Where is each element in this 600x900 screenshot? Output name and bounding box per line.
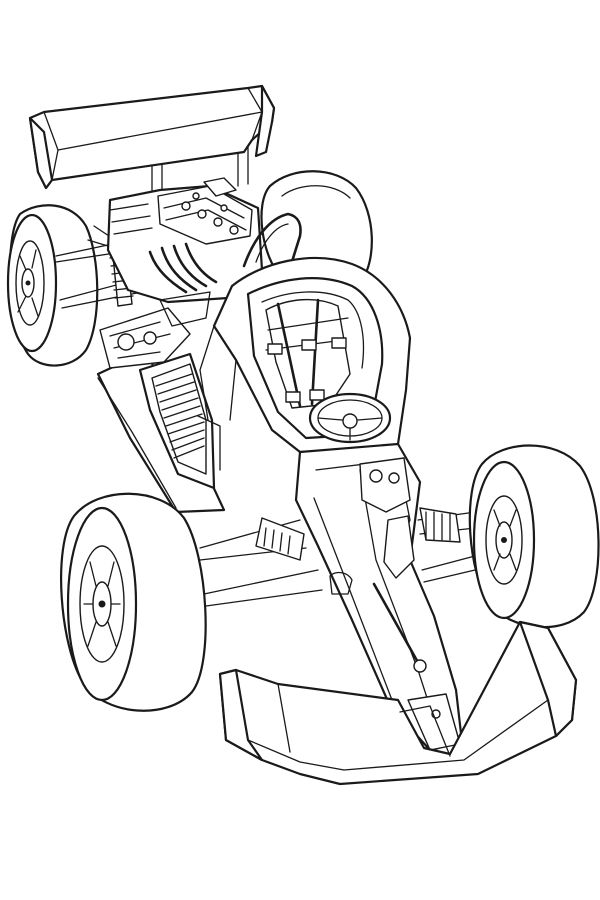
- sidepod: [138, 352, 221, 490]
- monocoque: [199, 257, 412, 454]
- rear-left-nut: [25, 280, 31, 286]
- engine: [106, 177, 264, 327]
- harness-buckle-right: [331, 337, 347, 349]
- front-right-spokes: [493, 509, 517, 571]
- harness-buckle-center: [301, 339, 317, 351]
- exhaust-collector: [159, 291, 211, 327]
- rear-wing-endplate-right: [254, 84, 276, 158]
- roll-hoop: [242, 212, 302, 270]
- gearbox-flange: [117, 333, 135, 351]
- cockpit-rim-inner: [261, 291, 365, 369]
- pedal-box-2: [388, 472, 400, 484]
- front-left-spokes: [83, 561, 121, 647]
- rear-left-wishbones: [55, 235, 153, 309]
- front-wing-endplate-right: [518, 620, 578, 738]
- cam-cover-lines: [163, 197, 247, 231]
- steering-joint: [413, 659, 427, 673]
- roll-hoop-inner: [255, 223, 289, 263]
- harness-shoulder-straps: [276, 298, 320, 408]
- front-left-spring: [263, 527, 291, 555]
- front-right-wheel: [468, 444, 600, 629]
- chassis-side-braces: [199, 325, 237, 421]
- rear-wing-endplate-left: [28, 116, 54, 190]
- rear-left-spokes: [17, 249, 39, 317]
- cam-bolt-5: [192, 192, 200, 200]
- gearbox-flange-2: [143, 331, 157, 345]
- engine-fins: [109, 203, 153, 235]
- front-right-spring: [425, 511, 451, 541]
- exhaust-header-3: [172, 244, 208, 288]
- exhaust-header-2: [160, 246, 198, 292]
- roll-hoop-bar: [242, 212, 302, 270]
- front-wing-pylon: [399, 705, 451, 757]
- steering-rack-housing: [383, 515, 415, 579]
- front-right-nut: [501, 537, 507, 543]
- cam-bolt-3: [213, 217, 223, 227]
- harness-buckle-lower-right: [309, 389, 325, 401]
- front-left-wheel: [60, 492, 207, 712]
- rear-wing-strut-right: [237, 145, 249, 187]
- floor-edge-line: [97, 377, 177, 509]
- exhaust-header-4: [184, 242, 218, 284]
- harness-buckle-lower-left: [285, 391, 301, 403]
- exhaust-header-1: [148, 250, 188, 294]
- front-left-nut: [98, 600, 106, 608]
- front-suspension: [199, 507, 495, 607]
- steering-hub: [342, 413, 358, 429]
- rear-wing: [28, 84, 276, 199]
- intake-plenum: [203, 177, 237, 197]
- front-left-wishbones: [199, 519, 323, 607]
- steering-column: [372, 582, 422, 668]
- cam-bolt-4: [229, 225, 239, 235]
- front-rocker: [329, 571, 353, 595]
- radiator-duct: [197, 415, 221, 471]
- rear-left-wheel: [6, 204, 99, 367]
- rear-right-tire-tread: [281, 185, 351, 199]
- pedal-box-1: [369, 469, 383, 483]
- front-wing: [218, 620, 578, 786]
- radiator-fins: [155, 373, 205, 459]
- front-wing-endplate-left: [218, 668, 264, 762]
- cam-bolt-6: [220, 204, 228, 212]
- front-left-damper: [255, 517, 305, 561]
- cam-bolt-2: [197, 209, 207, 219]
- harness-buckle-left: [267, 343, 283, 355]
- cam-bolt-1: [181, 201, 191, 211]
